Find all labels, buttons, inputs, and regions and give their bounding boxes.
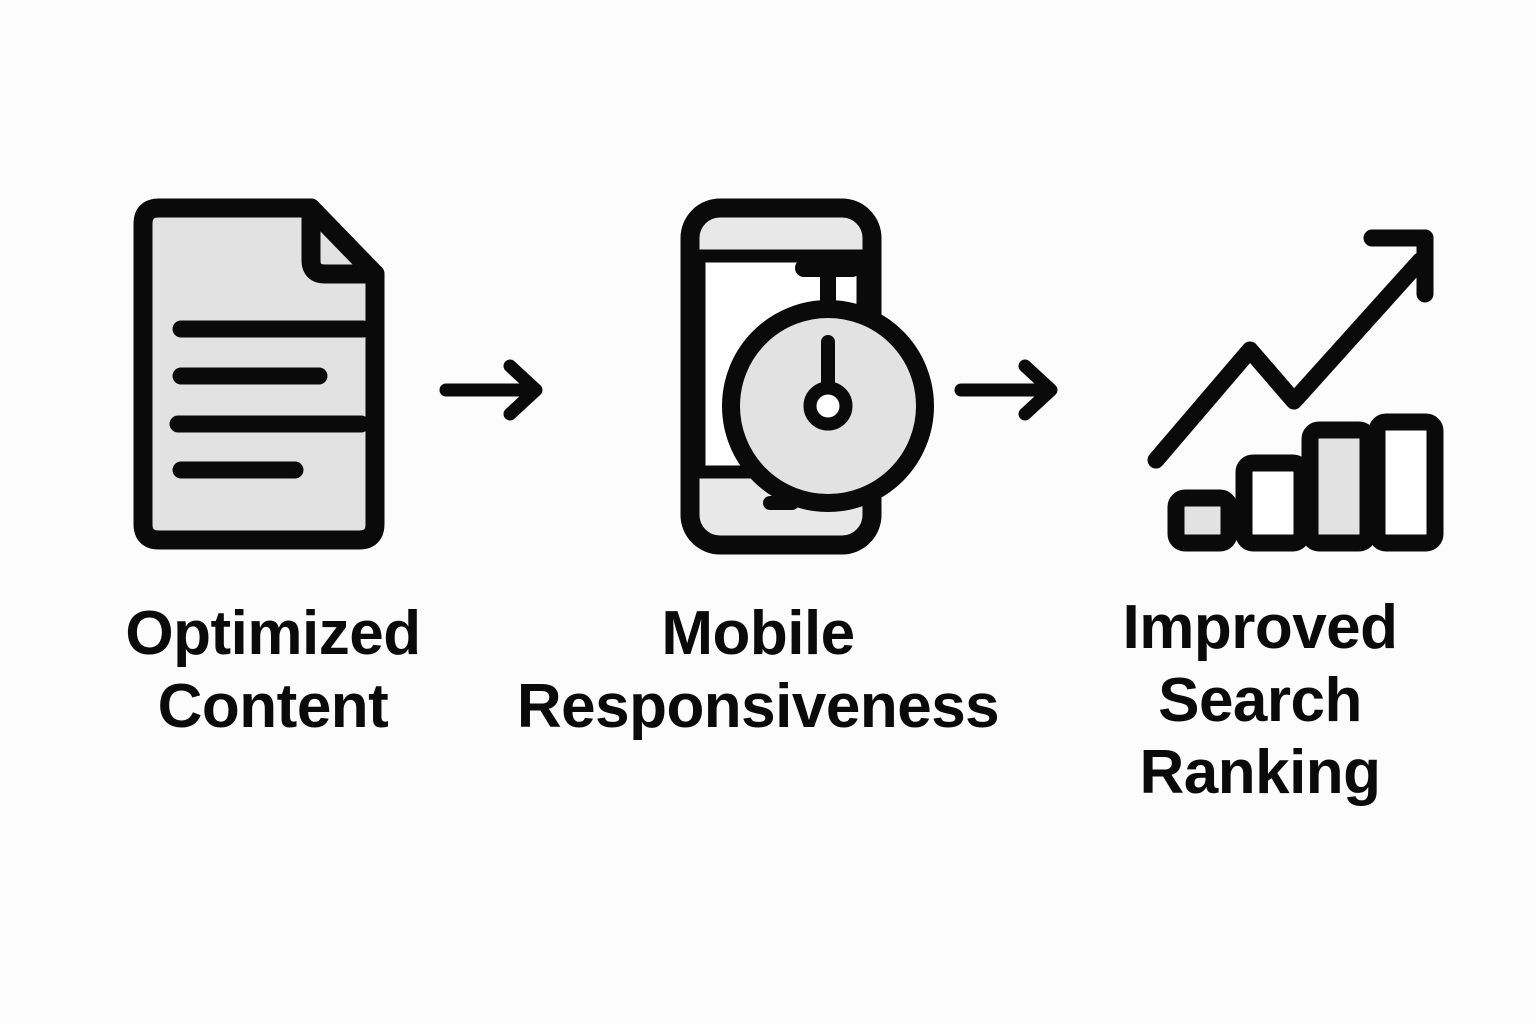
mobile-stopwatch-icon (680, 198, 934, 555)
step-improved-search-ranking[interactable]: Improved Search Ranking (1060, 198, 1460, 810)
stopwatch-hub (803, 381, 853, 431)
arrow-head (1018, 359, 1058, 421)
mobile-stopwatch-icon-wrap (578, 198, 938, 555)
right-arrow-icon (954, 359, 1058, 421)
arrow-1 (439, 355, 555, 425)
bar-2 (1235, 454, 1311, 552)
growth-chart-icon-wrap (1100, 198, 1444, 552)
right-arrow-icon (439, 359, 543, 421)
document-icon-wrap (123, 198, 423, 550)
bar-1 (1167, 489, 1238, 552)
step-mobile-responsiveness[interactable]: Mobile Responsiveness (478, 198, 1038, 743)
growth-chart-icon (1147, 229, 1444, 552)
trend-line (1147, 252, 1429, 469)
document-fold-icon (301, 198, 385, 284)
bar-3 (1301, 421, 1377, 552)
arrow-head (503, 359, 543, 421)
step-optimized-content[interactable]: Optimized Content (88, 198, 458, 743)
document-icon (133, 198, 385, 550)
step-label-improved-search-ranking: Improved Search Ranking (1122, 593, 1398, 808)
arrow-2 (954, 355, 1070, 425)
bar-4 (1368, 413, 1444, 552)
step-label-mobile-responsiveness: Mobile Responsiveness (516, 599, 1000, 741)
step-label-optimized-content: Optimized Content (125, 599, 421, 741)
